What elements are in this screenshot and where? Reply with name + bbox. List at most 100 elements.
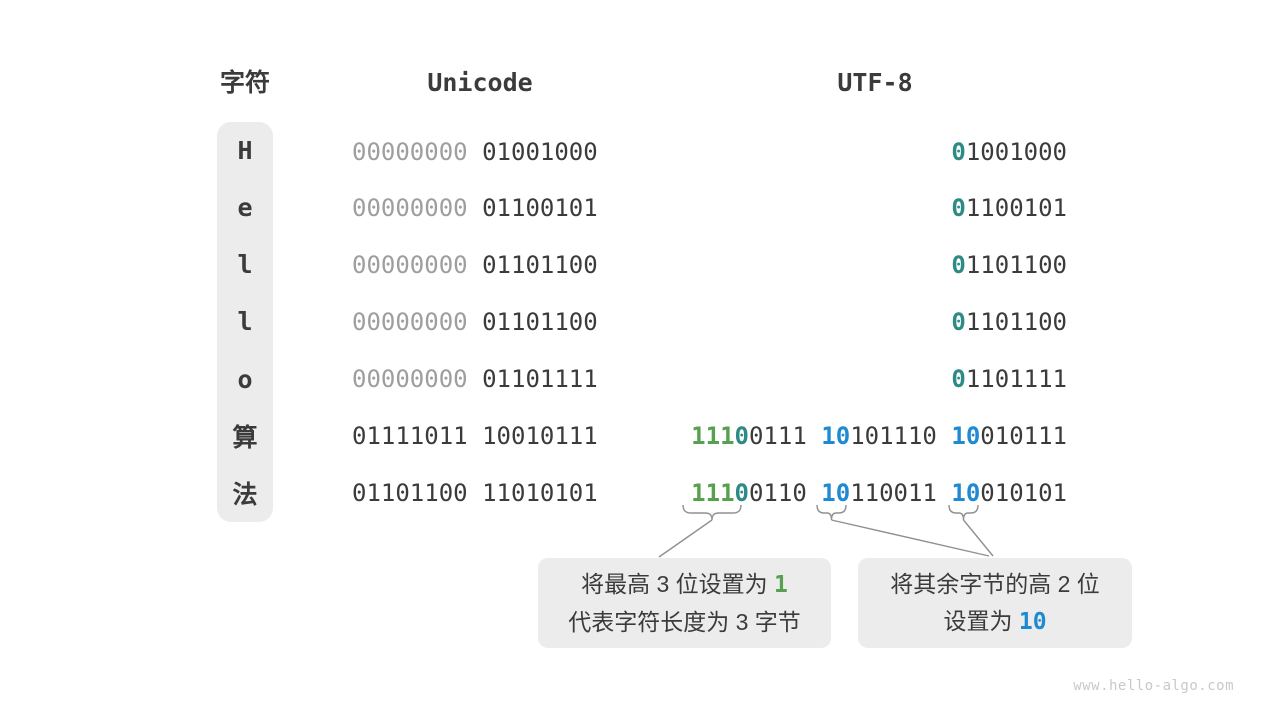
utf8-byte: 01001000 — [951, 138, 1067, 166]
utf8-value: 01100101 — [951, 180, 1067, 237]
unicode-byte: 00000000 — [352, 251, 468, 279]
utf8-value: 01101100 — [951, 237, 1067, 294]
unicode-byte: 00000000 — [352, 138, 468, 166]
unicode-value: 01101100 11010101 — [352, 464, 598, 521]
bit-segment-dark: 1001000 — [965, 137, 1067, 166]
callout-text: 将其余字节的高 2 位 — [890, 570, 1100, 597]
bit-segment-dark: 01100101 — [482, 194, 598, 223]
unicode-value: 00000000 01001000 — [352, 123, 598, 180]
bit-segment-dark: 0110 — [748, 478, 807, 507]
unicode-value: 01111011 10010111 — [352, 407, 598, 464]
utf8-value: 01101100 — [951, 294, 1067, 351]
callout-line: 代表字符长度为 3 字节 — [568, 604, 801, 641]
callout-line: 将其余字节的高 2 位 — [890, 566, 1100, 603]
bit-segment-gray: 00000000 — [352, 137, 468, 166]
unicode-value: 00000000 01101100 — [352, 237, 598, 294]
unicode-byte: 01111011 — [352, 422, 468, 450]
bit-segment-dark: 01101100 — [482, 251, 598, 280]
bit-segment-gray: 00000000 — [352, 251, 468, 280]
bit-segment-blue: 10 — [821, 421, 851, 450]
utf8-value: 01101111 — [951, 350, 1067, 407]
bit-segment-blue: 10 — [951, 421, 981, 450]
bit-segment-dark: 1101100 — [965, 308, 1067, 337]
unicode-byte: 11010101 — [482, 479, 598, 507]
utf8-byte: 10010101 — [951, 479, 1067, 507]
bit-segment-teal: 0 — [951, 137, 966, 166]
unicode-value: 00000000 01100101 — [352, 180, 598, 237]
character-cell: o — [237, 364, 253, 394]
unicode-byte: 00000000 — [352, 194, 468, 222]
utf8-byte: 01101100 — [951, 308, 1067, 336]
column-header-utf8: UTF-8 — [837, 68, 913, 97]
character-cell: H — [237, 136, 253, 166]
unicode-value: 00000000 01101111 — [352, 350, 598, 407]
callout-line: 设置为 10 — [943, 603, 1046, 641]
column-header-unicode: Unicode — [427, 68, 533, 97]
watermark: www.hello-algo.com — [1073, 678, 1234, 694]
bit-segment-teal: 0 — [734, 478, 749, 507]
connector-line-right — [962, 519, 994, 557]
unicode-value: 00000000 01101100 — [352, 294, 598, 351]
bit-segment-dark: 01111011 — [352, 421, 468, 450]
bit-segment-dark: 010101 — [980, 478, 1067, 507]
unicode-byte: 01101100 — [482, 308, 598, 336]
bit-segment-teal: 0 — [951, 194, 966, 223]
unicode-byte: 00000000 — [352, 308, 468, 336]
bit-segment-dark: 01001000 — [482, 137, 598, 166]
bit-segment-dark: 01101100 — [352, 478, 468, 507]
unicode-byte: 01001000 — [482, 138, 598, 166]
unicode-byte: 01101100 — [352, 479, 468, 507]
callout-text: 设置为 — [943, 607, 1019, 634]
character-cell: l — [237, 307, 253, 337]
bit-segment-dark: 1101111 — [965, 364, 1067, 393]
utf8-byte: 10110011 — [821, 479, 937, 507]
bit-segment-dark: 10010111 — [482, 421, 598, 450]
unicode-byte: 10010111 — [482, 422, 598, 450]
bit-segment-teal: 0 — [951, 308, 966, 337]
utf8-byte: 01101100 — [951, 251, 1067, 279]
utf8-value: 01001000 — [951, 123, 1067, 180]
bit-segment-dark: 010111 — [980, 421, 1067, 450]
callout-continuation-bits: 将其余字节的高 2 位设置为 10 — [858, 558, 1132, 648]
bit-segment-green: 111 — [691, 421, 735, 450]
bit-segment-teal: 0 — [951, 364, 966, 393]
utf8-byte: 01100101 — [951, 194, 1067, 222]
unicode-byte: 00000000 — [352, 365, 468, 393]
utf8-byte: 10010111 — [951, 422, 1067, 450]
bit-segment-gray: 00000000 — [352, 364, 468, 393]
callout-bits-highlight: 1 — [774, 571, 788, 598]
bit-segment-dark: 01101111 — [482, 364, 598, 393]
bit-segment-dark: 11010101 — [482, 478, 598, 507]
bit-segment-dark: 101110 — [850, 421, 937, 450]
callout-bits-highlight: 10 — [1018, 608, 1047, 635]
connector-line-middle — [831, 519, 990, 557]
utf8-byte: 11100111 — [691, 422, 807, 450]
character-cell: 算 — [232, 423, 258, 453]
callout-high-bits: 将最高 3 位设置为 1 代表字符长度为 3 字节 — [538, 558, 831, 648]
unicode-byte: 01100101 — [482, 194, 598, 222]
bit-segment-gray: 00000000 — [352, 194, 468, 223]
bit-segment-dark: 1101100 — [965, 251, 1067, 280]
utf8-byte: 01101111 — [951, 365, 1067, 393]
bit-segment-dark: 0111 — [748, 421, 807, 450]
bit-segment-dark: 110011 — [850, 478, 937, 507]
callout-line: 将最高 3 位设置为 1 — [581, 566, 788, 604]
utf8-byte: 11100110 — [691, 479, 807, 507]
unicode-byte: 01101111 — [482, 365, 598, 393]
bit-segment-blue: 10 — [951, 478, 981, 507]
callout-text: 代表字符长度为 3 字节 — [568, 608, 801, 635]
unicode-byte: 01101100 — [482, 251, 598, 279]
bit-segment-teal: 0 — [734, 421, 749, 450]
connector-line-left — [658, 519, 713, 558]
callout-text: 将最高 3 位设置为 — [581, 570, 775, 597]
column-header-char: 字符 — [219, 69, 270, 97]
utf8-byte: 10101110 — [821, 422, 937, 450]
character-cell: e — [237, 193, 253, 223]
bit-segment-dark: 01101100 — [482, 308, 598, 337]
character-cell: l — [237, 250, 253, 280]
character-cell: 法 — [232, 480, 258, 510]
bit-segment-gray: 00000000 — [352, 308, 468, 337]
